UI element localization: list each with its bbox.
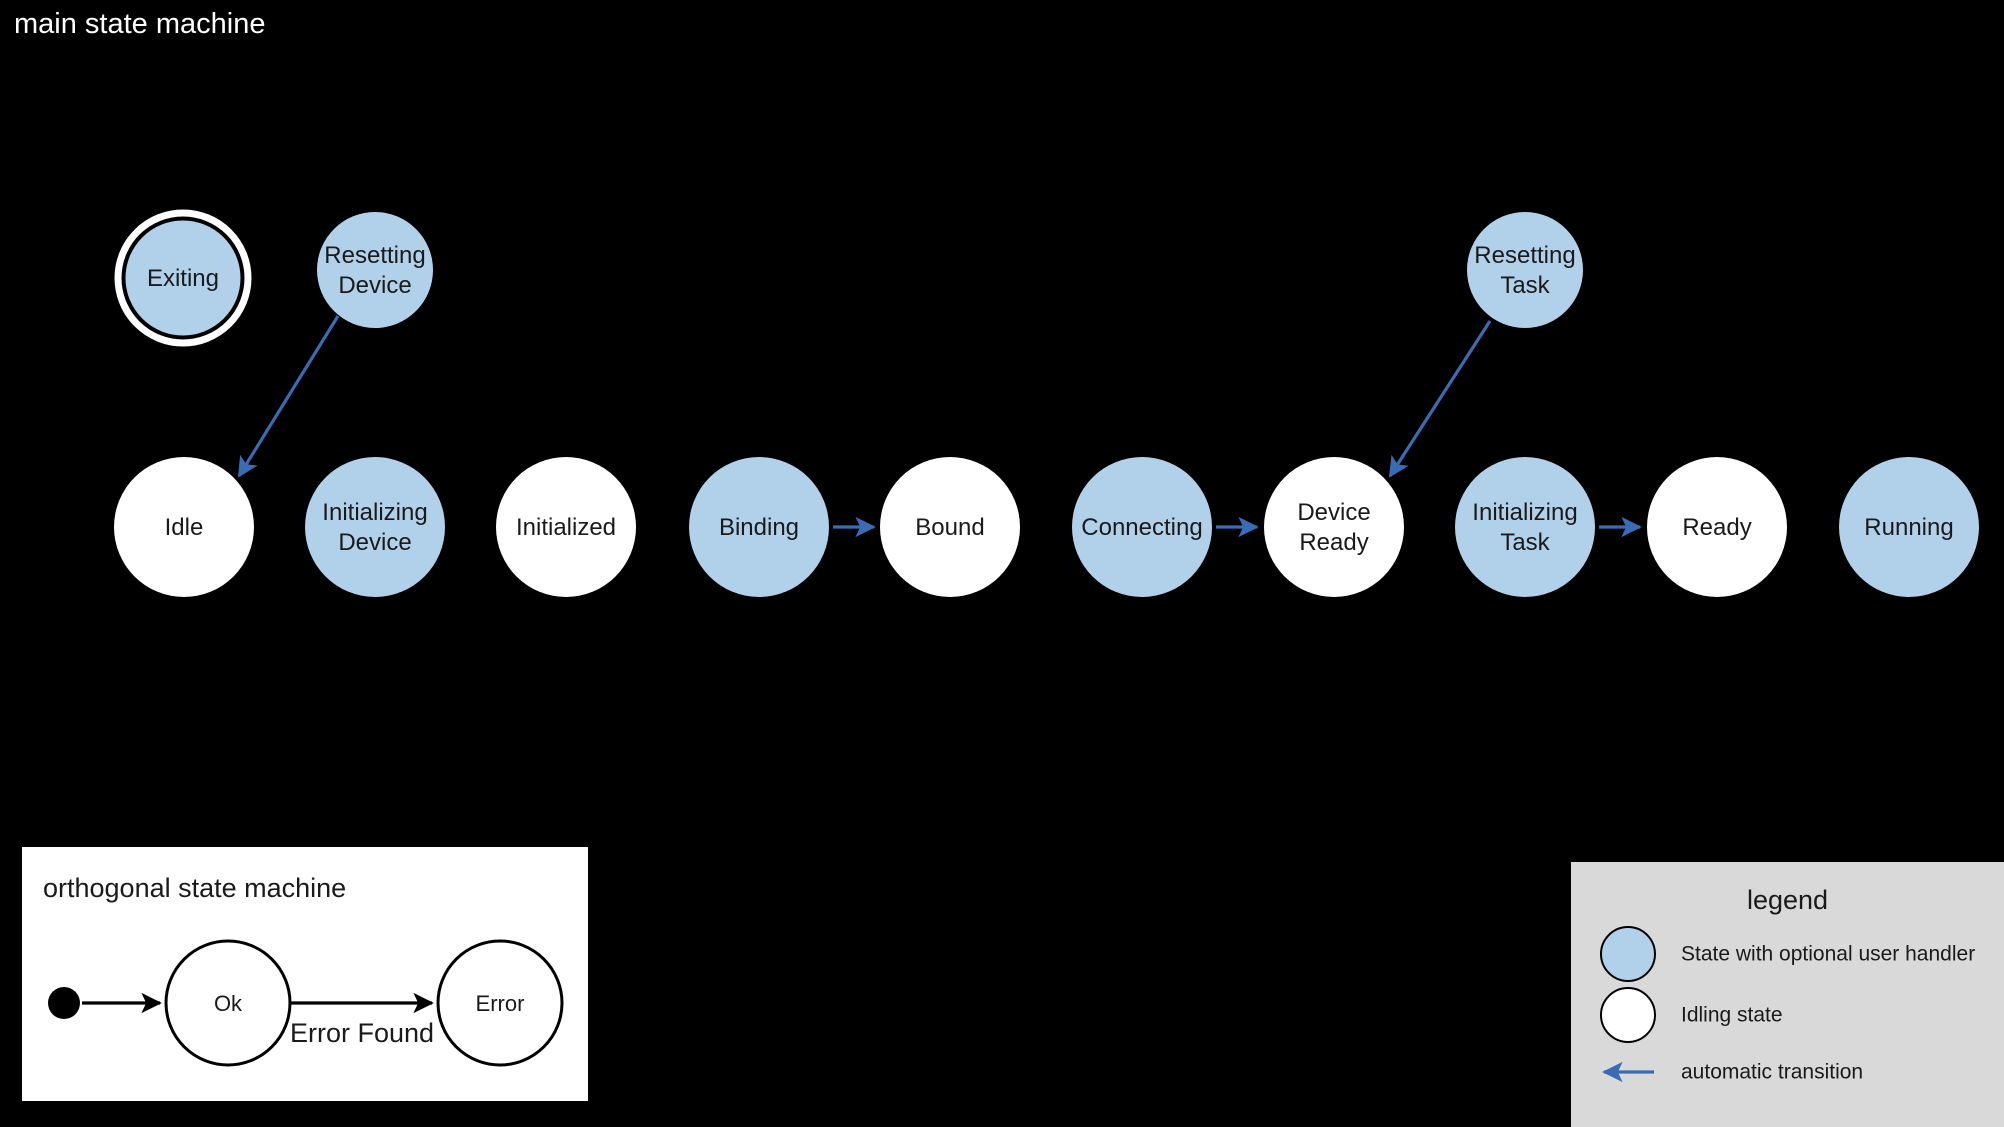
state-circle[interactable] — [496, 457, 636, 597]
final-state-outer-ring — [114, 209, 252, 347]
transitions-layer — [237, 315, 1642, 538]
state-node-connecting[interactable]: Connecting — [1072, 457, 1212, 597]
state-circle[interactable] — [1467, 212, 1583, 328]
state-node-binding[interactable]: Binding — [689, 457, 829, 597]
ortho-panel-title: orthogonal state machine — [43, 873, 346, 903]
ortho-transition-label: Error Found — [290, 1018, 434, 1048]
state-node-initialized[interactable]: Initialized — [496, 457, 636, 597]
page-title: main state machine — [14, 8, 265, 40]
legend-item-label: Idling state — [1681, 1004, 1783, 1027]
state-label: Binding — [719, 514, 799, 541]
ortho-state-node-error[interactable]: Error — [436, 939, 564, 1067]
state-circle[interactable] — [1647, 457, 1787, 597]
state-circle[interactable] — [114, 457, 254, 597]
state-label: Idle — [165, 514, 204, 541]
transition-resetting-device-to-idle — [237, 315, 340, 478]
final-state-inner-ring — [122, 217, 244, 339]
ortho-state-circle[interactable] — [164, 939, 292, 1067]
transition-arrow — [237, 315, 340, 478]
transition-resetting-task-to-device-ready — [1388, 320, 1492, 478]
legend-item-label: State with optional user handler — [1681, 943, 1975, 966]
state-label: Bound — [915, 514, 984, 541]
state-node-ready[interactable]: Ready — [1647, 457, 1787, 597]
legend-item-handler-state: State with optional user handler — [1600, 926, 1975, 982]
initial-state-dot — [48, 987, 80, 1019]
state-label: Exiting — [147, 265, 219, 292]
state-label: Initialized — [516, 514, 616, 541]
state-node-exiting[interactable]: Exiting — [114, 209, 252, 347]
state-circle[interactable] — [317, 212, 433, 328]
state-node-running[interactable]: Running — [1839, 457, 1979, 597]
ortho-state-circle[interactable] — [436, 939, 564, 1067]
state-label: Connecting — [1081, 514, 1202, 541]
state-node-bound[interactable]: Bound — [880, 457, 1020, 597]
state-node-idle[interactable]: Idle — [114, 457, 254, 597]
state-circle[interactable] — [125, 220, 241, 336]
state-label: Running — [1864, 514, 1953, 541]
ortho-state-label: Ok — [214, 991, 243, 1016]
legend-item-auto-transition: automatic transition — [1602, 1061, 1863, 1084]
transition-arrow — [1388, 320, 1492, 478]
state-circle[interactable] — [1455, 457, 1595, 597]
state-circle[interactable] — [1839, 457, 1979, 597]
ortho-state-label: Error — [476, 991, 525, 1016]
state-circle[interactable] — [1072, 457, 1212, 597]
legend-title: legend — [1747, 885, 1828, 915]
state-circle[interactable] — [880, 457, 1020, 597]
state-circle[interactable] — [689, 457, 829, 597]
legend-item-label: automatic transition — [1681, 1061, 1863, 1084]
ortho-state-node-ok[interactable]: Ok — [164, 939, 292, 1067]
legend-handler-state-icon — [1600, 926, 1656, 982]
legend-item-idling-state: Idling state — [1600, 987, 1783, 1043]
state-label: Ready — [1682, 514, 1751, 541]
state-circle[interactable] — [1264, 457, 1404, 597]
state-circle[interactable] — [305, 457, 445, 597]
legend-idling-state-icon — [1600, 987, 1656, 1043]
